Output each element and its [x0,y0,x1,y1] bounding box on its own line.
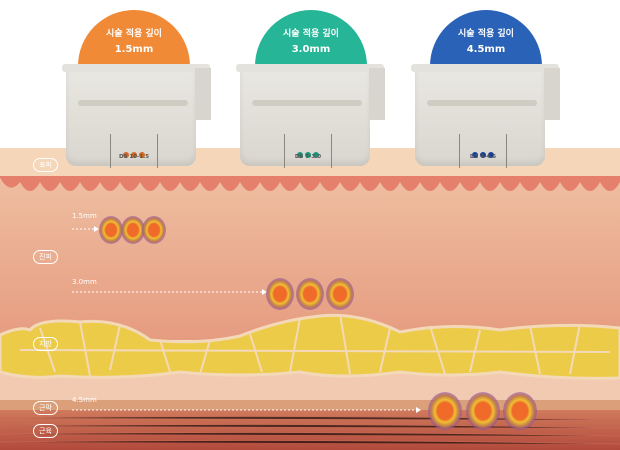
focal-point [503,392,537,430]
layer-label-epidermis: 표피 [33,158,58,172]
cartridge-model: DS 4-4.5 [469,154,497,160]
focus-dots-icon [460,143,506,158]
depth-arrows [72,228,416,411]
focal-point [296,278,324,310]
dermal-junction [0,176,620,191]
depth-label-1-5mm: 1.5mm [72,212,97,220]
focal-point [99,216,123,244]
fascia [0,400,620,412]
focal-point [121,216,145,244]
layer-label-fascia: 근막 [33,401,58,415]
focus-dots-icon [111,143,157,158]
focal-point [266,278,294,310]
cartridge-model: DS 10-1.5 [118,154,150,160]
focal-point [142,216,166,244]
focal-point [466,392,500,430]
focus-dots-icon [285,143,331,158]
focal-point [326,278,354,310]
depth-label-4-5mm: 4.5mm [72,396,97,404]
layer-label-dermis: 진피 [33,250,58,264]
layer-label-muscle: 근육 [33,424,58,438]
dermis [0,180,620,340]
fat-layer [0,313,620,380]
depth-label-3-0mm: 3.0mm [72,278,97,286]
layer-label-fat: 지방 [33,337,58,351]
cartridge-model: DS 7-3.0 [294,154,322,160]
focal-point [428,392,462,430]
